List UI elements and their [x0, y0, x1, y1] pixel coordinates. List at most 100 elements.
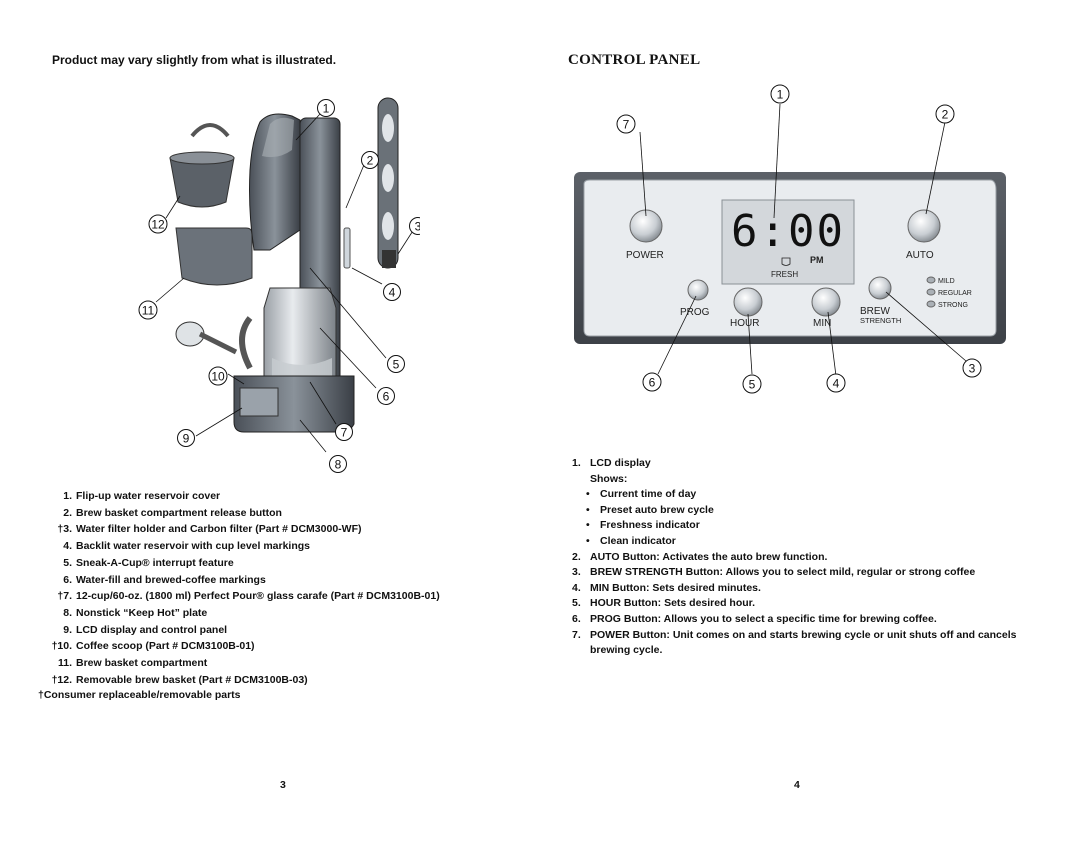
prog-label: PROG — [680, 307, 710, 318]
callout-6: 6 — [642, 372, 662, 392]
bullet-item: •Current time of day — [586, 488, 697, 501]
svg-text:5: 5 — [749, 378, 756, 392]
strong-label: STRONG — [938, 302, 968, 309]
lcd-clock: 6:00 — [731, 206, 845, 257]
svg-text:3: 3 — [969, 362, 976, 376]
list-item: 4.MIN Button: Sets desired minutes. — [572, 581, 761, 594]
list-item: 2.Brew basket compartment release button — [63, 506, 282, 519]
control-panel-illustration: 6:00 PM FRESH POWER AUTO PROG HOUR MIN B… — [574, 84, 1006, 394]
svg-text:8: 8 — [335, 458, 342, 472]
svg-text:4: 4 — [833, 377, 840, 391]
control-descriptions: 1.LCD display Shows: •Current time of da… — [572, 456, 1052, 659]
prog-button[interactable] — [687, 279, 709, 301]
callout-10: 10 — [208, 366, 228, 386]
left-page: Product may vary slightly from what is i… — [36, 53, 440, 791]
callout-3: 3 — [409, 217, 420, 235]
glass-carafe-drawing — [239, 287, 337, 386]
list-item: 1.LCD display — [572, 457, 651, 469]
list-item: 5.HOUR Button: Sets desired hour. — [572, 597, 756, 610]
callout-4: 4 — [826, 373, 846, 393]
svg-text:5: 5 — [393, 358, 400, 372]
callout-3: 3 — [962, 358, 982, 378]
brew-compartment-drawing — [175, 227, 253, 286]
list-item: 6.Water-fill and brewed-coffee markings — [63, 573, 266, 586]
list-item: †12.Removable brew basket (Part # DCM310… — [51, 673, 308, 686]
svg-text:10: 10 — [211, 370, 225, 384]
water-filter-drawing — [377, 97, 399, 269]
section-title: CONTROL PANEL — [568, 52, 701, 68]
power-button[interactable] — [629, 209, 663, 243]
svg-text:3: 3 — [415, 220, 420, 234]
brew-strength-button[interactable] — [868, 276, 892, 300]
callout-4: 4 — [383, 283, 401, 301]
callout-6: 6 — [377, 387, 395, 405]
callout-2: 2 — [361, 151, 379, 169]
svg-text:7: 7 — [623, 118, 630, 132]
callout-12: 12 — [148, 214, 168, 234]
bullet-item: •Freshness indicator — [586, 519, 700, 532]
lcd-display: 6:00 PM FRESH — [721, 199, 855, 285]
page-subtitle: Product may vary slightly from what is i… — [52, 53, 337, 67]
auto-label: AUTO — [906, 250, 934, 261]
bullet-item: •Clean indicator — [586, 534, 676, 547]
list-item: 4.Backlit water reservoir with cup level… — [63, 540, 311, 553]
right-page: CONTROL PANEL 6:00 PM FRESH POWER — [540, 0, 1080, 846]
coffee-maker-illustration: 1 2 3 4 5 6 7 8 9 10 11 12 — [138, 97, 420, 473]
list-item: 5.Sneak-A-Cup® interrupt feature — [63, 556, 234, 569]
svg-text:1: 1 — [323, 102, 330, 116]
callout-7: 7 — [616, 114, 636, 134]
coffee-scoop-drawing — [175, 321, 238, 355]
list-item: †7.12-cup/60-oz. (1800 ml) Perfect Pour®… — [57, 590, 440, 603]
svg-text:2: 2 — [942, 108, 949, 122]
auto-button[interactable] — [907, 209, 941, 243]
list-item: 2.AUTO Button: Activates the auto brew f… — [572, 550, 828, 563]
brew-basket-drawing — [169, 123, 235, 208]
list-item: 6.PROG Button: Allows you to select a sp… — [572, 612, 937, 625]
callout-5: 5 — [387, 355, 405, 373]
bullet-item: •Preset auto brew cycle — [586, 503, 714, 516]
leader-lines — [639, 103, 967, 377]
svg-text:4: 4 — [389, 286, 396, 300]
lcd-pm-label: PM — [810, 255, 824, 265]
cup-icon — [781, 257, 791, 266]
lcd-panel-drawing — [239, 387, 279, 417]
svg-text:9: 9 — [183, 432, 190, 446]
min-label: MIN — [813, 318, 831, 329]
callout-5: 5 — [742, 374, 762, 394]
list-item: 1.Flip-up water reservoir cover — [63, 490, 221, 502]
svg-text:6: 6 — [383, 390, 390, 404]
brew-label: BREW — [860, 306, 891, 317]
svg-text:6: 6 — [649, 376, 656, 390]
strength-label: STRENGTH — [860, 316, 901, 325]
svg-text:2: 2 — [367, 154, 374, 168]
list-item: †3.Water filter holder and Carbon filter… — [57, 523, 362, 536]
list-item: 3.BREW STRENGTH Button: Allows you to se… — [572, 566, 976, 579]
list-item: 11.Brew basket compartment — [57, 657, 208, 670]
list-item: 9.LCD display and control panel — [63, 623, 228, 636]
footnote: †Consumer replaceable/removable parts — [38, 689, 241, 701]
svg-text:1: 1 — [777, 88, 784, 102]
list-item: †10.Coffee scoop (Part # DCM3100B-01) — [51, 640, 255, 653]
svg-text:7: 7 — [341, 426, 348, 440]
mild-label: MILD — [938, 278, 955, 285]
callout-2: 2 — [935, 104, 955, 124]
hour-button[interactable] — [733, 287, 763, 317]
callout-1: 1 — [770, 84, 790, 104]
svg-text:11: 11 — [142, 304, 155, 318]
page-number: 4 — [794, 779, 800, 791]
parts-list: 1.Flip-up water reservoir cover 2.Brew b… — [36, 488, 440, 688]
hour-label: HOUR — [730, 318, 759, 329]
regular-label: REGULAR — [938, 290, 972, 297]
list-item: 8.Nonstick “Keep Hot” plate — [63, 606, 208, 619]
page-number: 3 — [280, 779, 286, 791]
callout-7: 7 — [335, 423, 353, 441]
list-item: 7.POWER Button: Unit comes on and starts… — [572, 628, 1017, 657]
callout-9: 9 — [177, 429, 195, 447]
svg-text:12: 12 — [151, 218, 165, 232]
lcd-fresh-label: FRESH — [771, 270, 798, 279]
power-label: POWER — [626, 250, 664, 261]
min-button[interactable] — [811, 287, 841, 317]
strength-indicators: MILD REGULAR STRONG — [926, 276, 972, 309]
callout-11: 11 — [138, 300, 158, 320]
shows-label: Shows: — [590, 472, 628, 485]
